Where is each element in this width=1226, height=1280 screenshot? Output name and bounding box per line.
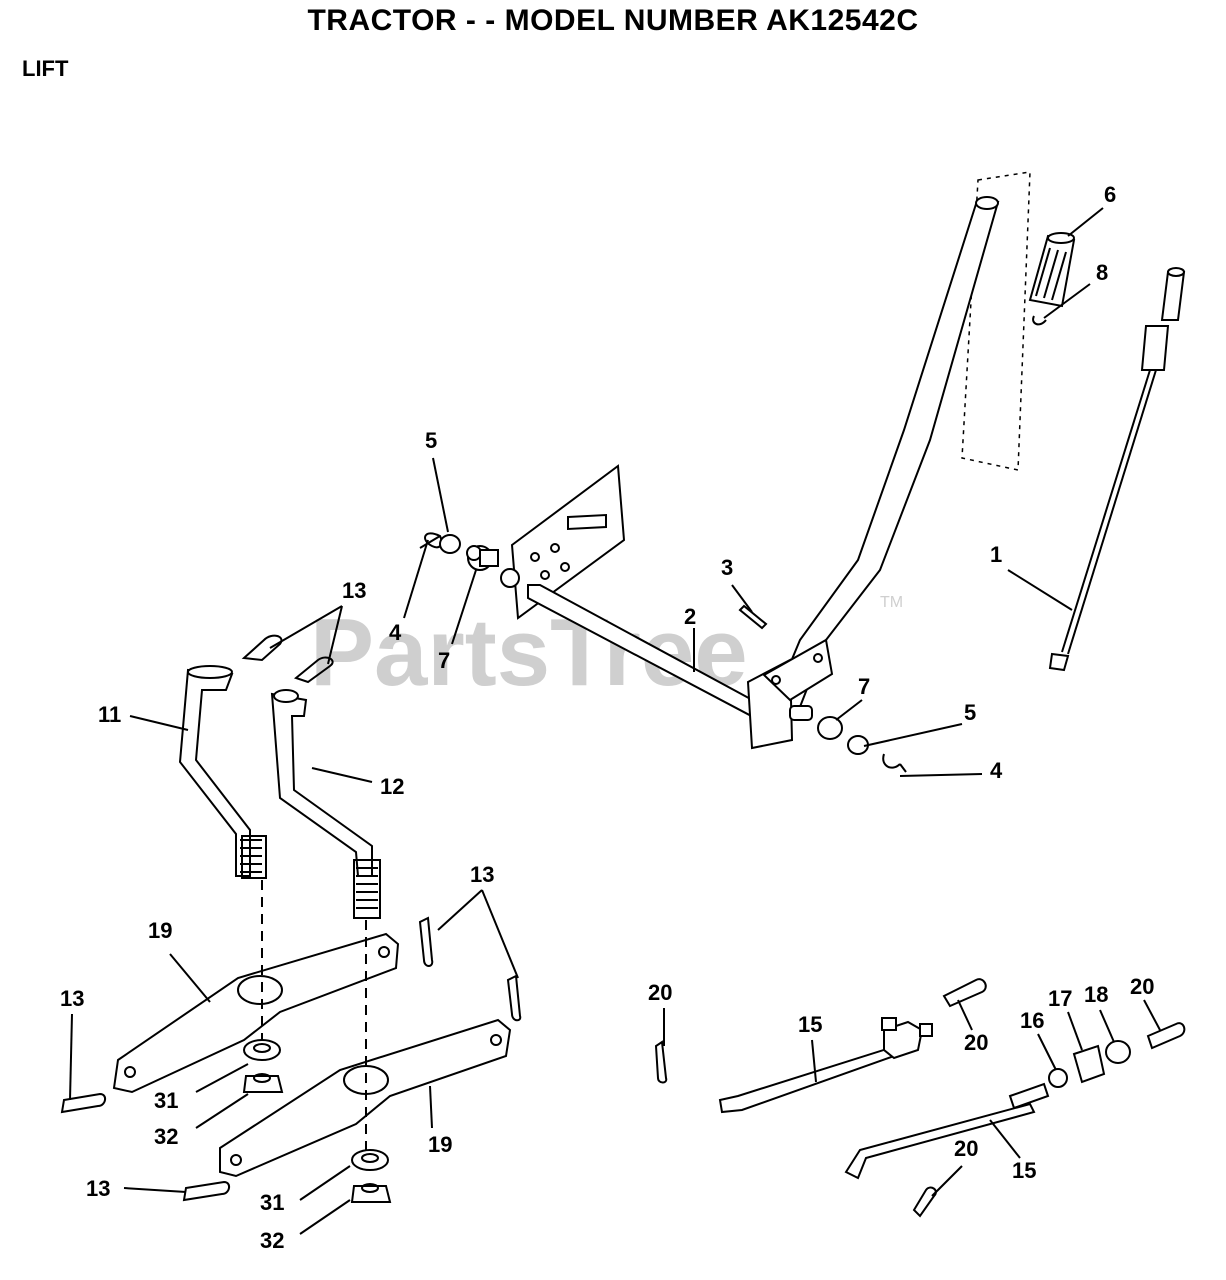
callout-7: 6 <box>1104 182 1116 207</box>
callout-17: 17 <box>1048 986 1072 1011</box>
callout-15-lower: 15 <box>1012 1158 1036 1183</box>
hairpin-clips-top <box>241 634 334 684</box>
handle-grip <box>1028 232 1076 326</box>
callout-13-bottom: 13 <box>86 1176 110 1201</box>
callout-20-bottom: 20 <box>954 1136 978 1161</box>
callout-20-left: 20 <box>648 980 672 1005</box>
callout-5-left: 5 <box>425 428 437 453</box>
leader-lines <box>69 207 1161 1235</box>
callout-labels: 6 8 1 5 4 7 3 2 13 11 12 7 5 4 13 19 13 … <box>60 182 1154 1253</box>
lift-link-11 <box>178 665 267 879</box>
release-rod <box>1048 267 1186 672</box>
control-rod-upper <box>654 978 987 1114</box>
section-title: LIFT <box>22 56 69 81</box>
callout-19-lower: 19 <box>428 1132 452 1157</box>
page-title: TRACTOR - - MODEL NUMBER AK12542C <box>307 4 919 37</box>
left-hardware <box>419 532 499 571</box>
callout-12: 12 <box>380 774 404 799</box>
cross-shaft <box>500 568 834 750</box>
callout-1: 1 <box>990 542 1002 567</box>
callout-18: 18 <box>1084 982 1108 1007</box>
callout-4-left: 4 <box>389 620 402 645</box>
watermark: PartsTree TM <box>310 594 903 706</box>
callout-13-top: 13 <box>342 578 366 603</box>
callout-32-lower: 32 <box>260 1228 284 1253</box>
callout-5-right: 5 <box>964 700 976 725</box>
callout-31-upper: 31 <box>154 1088 178 1113</box>
spring-pin <box>738 604 768 630</box>
callout-4-right: 4 <box>990 758 1003 783</box>
centerlines <box>261 880 367 1160</box>
right-hardware <box>817 716 907 773</box>
mounting-bracket <box>510 464 626 620</box>
watermark-text: PartsTree <box>310 599 748 706</box>
callout-19-upper: 19 <box>148 918 172 943</box>
lift-link-12 <box>270 689 381 919</box>
callout-13-mid: 13 <box>470 862 494 887</box>
hairpin-clips-arms <box>60 916 522 1202</box>
callout-3: 3 <box>721 555 733 580</box>
callout-2: 2 <box>684 604 696 629</box>
lift-arm-upper <box>112 932 400 1094</box>
callout-20-right: 20 <box>1130 974 1154 999</box>
callout-6-left: 7 <box>438 648 450 673</box>
callout-20-mid: 20 <box>964 1030 988 1055</box>
callout-11: 11 <box>98 702 121 727</box>
watermark-tm: TM <box>880 594 903 611</box>
callout-8: 8 <box>1096 260 1108 285</box>
callout-32-upper: 32 <box>154 1124 178 1149</box>
washers-nuts <box>242 1039 392 1203</box>
callout-13-left: 13 <box>60 986 84 1011</box>
callout-31-lower: 31 <box>260 1190 284 1215</box>
callout-15-upper: 15 <box>798 1012 822 1037</box>
callout-16: 16 <box>1020 1008 1044 1033</box>
callout-6-right: 7 <box>858 674 870 699</box>
control-rod-lower <box>844 1022 1186 1218</box>
